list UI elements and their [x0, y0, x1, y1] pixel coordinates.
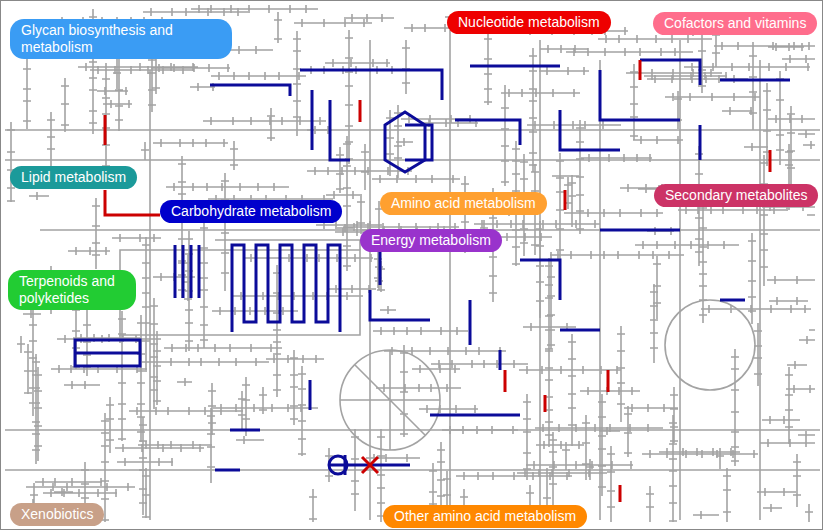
pathway-line — [565, 60, 640, 210]
pathway-line — [362, 457, 378, 473]
category-label: Secondary metabolites — [654, 184, 818, 207]
category-name: Amino acid metabolism — [391, 195, 536, 212]
category-label: Amino acid metabolism — [380, 192, 547, 215]
pathway-line — [150, 30, 760, 520]
pathway-line — [370, 250, 600, 415]
category-name: Glycan biosynthesis and metabolism — [21, 22, 221, 56]
pathway-line — [405, 125, 432, 160]
pathway-line — [215, 300, 745, 470]
category-label: Carbohydrate metabolism — [160, 200, 342, 223]
pathway-line — [232, 245, 340, 332]
category-label: Energy metabolism — [360, 229, 502, 252]
category-name: Secondary metabolites — [665, 187, 807, 204]
category-name: Terpenoids and polyketides — [19, 273, 125, 307]
pathway-line — [330, 455, 410, 475]
category-name: Lipid metabolism — [21, 169, 126, 186]
pathway-line — [175, 245, 199, 298]
pathway-line — [75, 340, 140, 366]
pathway-line — [5, 130, 820, 470]
pathway-line — [360, 100, 770, 502]
category-name: Nucleotide metabolism — [458, 14, 600, 31]
pathway-line — [665, 300, 755, 390]
pathway-line — [210, 66, 680, 120]
pathway-line — [105, 115, 160, 215]
category-name: Other amino acid metabolism — [394, 508, 576, 525]
category-label: Other amino acid metabolism — [383, 505, 587, 528]
category-name: Xenobiotics — [21, 506, 93, 523]
pathway-line — [7, 5, 815, 523]
category-name: Carbohydrate metabolism — [171, 203, 331, 220]
pathway-line — [385, 112, 425, 172]
category-name: Energy metabolism — [371, 232, 491, 249]
category-label: Nucleotide metabolism — [447, 11, 611, 34]
pathway-line — [329, 456, 347, 474]
category-label: Cofactors and vitamins — [653, 12, 817, 35]
category-label: Terpenoids and polyketides — [8, 270, 136, 310]
category-label: Xenobiotics — [10, 503, 104, 526]
category-label: Lipid metabolism — [10, 166, 137, 189]
category-label: Glycan biosynthesis and metabolism — [10, 19, 232, 59]
pathway-line — [520, 60, 790, 300]
pathway-lines — [5, 5, 820, 523]
category-name: Cofactors and vitamins — [664, 15, 806, 32]
red-pathways — [105, 60, 770, 502]
pathway-line — [312, 90, 620, 160]
highlighted-pathways — [75, 60, 790, 475]
